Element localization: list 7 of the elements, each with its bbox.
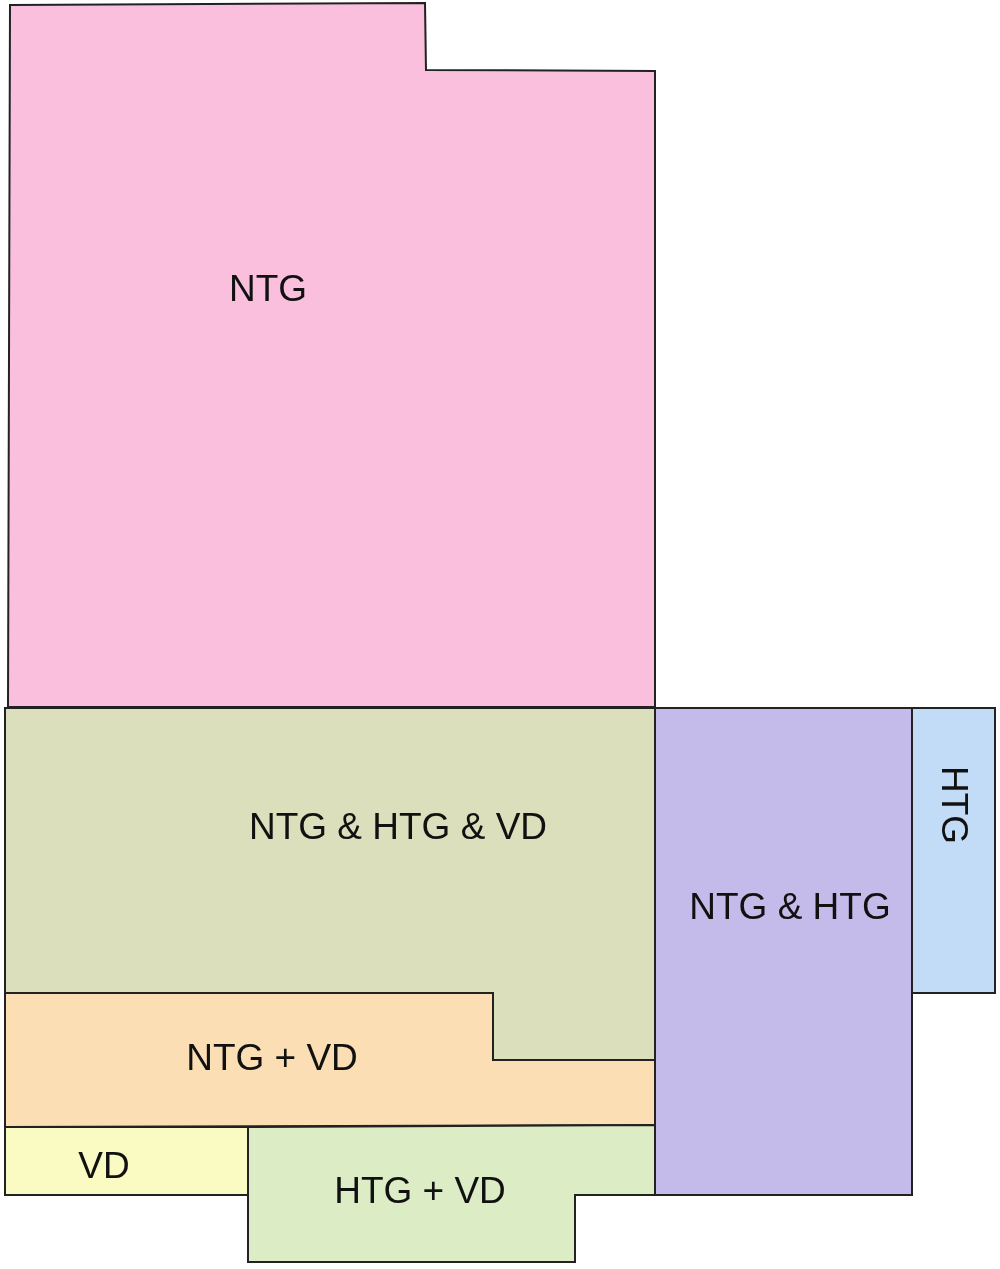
region-label: HTG + VD: [334, 1171, 506, 1209]
region-label: NTG + VD: [186, 1038, 358, 1076]
region-label: NTG: [228, 269, 308, 307]
region-label: NTG & HTG: [689, 887, 891, 925]
region-label: NTG & HTG & VD: [248, 807, 548, 845]
region-label: VD: [78, 1146, 130, 1184]
region-label: HTG: [935, 765, 973, 845]
